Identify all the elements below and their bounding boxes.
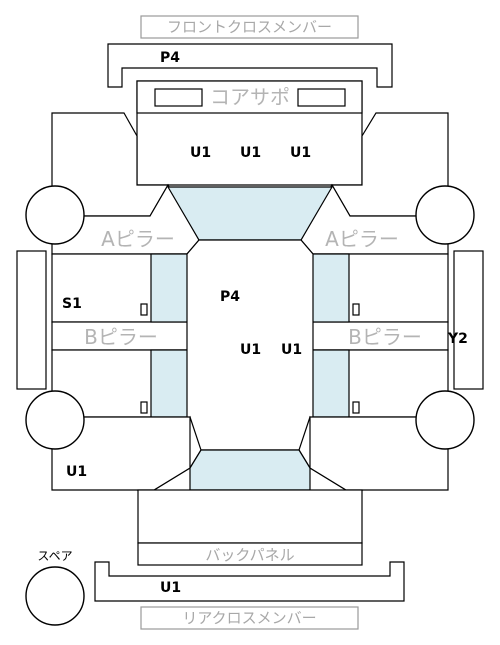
spare-tire (25, 566, 85, 626)
right-rear-fender (309, 416, 449, 491)
left-b-pillar-label: Bピラー (84, 325, 158, 349)
back-panel-label: バックパネル (205, 546, 294, 564)
right-a-pillar-label: Aピラー (325, 227, 399, 251)
back-panel-box (137, 542, 363, 566)
left-lower-code: U1 (66, 464, 87, 480)
front-code-1: U1 (190, 145, 211, 161)
core-support-label: コアサポ (210, 85, 290, 109)
right-front-window (311, 253, 350, 323)
cabin-u1-code-a: U1 (240, 342, 261, 358)
left-door-bar (16, 250, 47, 390)
core-support-right-slot (297, 88, 346, 107)
right-b-pillar-label: Bピラー (348, 325, 422, 349)
rear-u1-code: U1 (160, 580, 181, 596)
left-a-pillar-label: Aピラー (101, 227, 175, 251)
trunk (137, 489, 363, 544)
right-door-bar (453, 250, 484, 390)
left-rear-window (150, 349, 189, 418)
front-left-tire (25, 185, 85, 245)
front-beam-code: P4 (160, 50, 180, 66)
rear-right-tire (415, 390, 475, 450)
rear-cross-member-label: リアクロスメンバー (182, 609, 316, 627)
right-rear-handle (352, 401, 360, 414)
front-code-3: U1 (290, 145, 311, 161)
cabin-u1-code-b: U1 (281, 342, 302, 358)
front-right-tire (415, 185, 475, 245)
core-support-left-slot (154, 88, 203, 107)
left-b-pillar (51, 321, 191, 351)
front-bumper-beam (107, 43, 393, 88)
rear-left-tire (25, 390, 85, 450)
rear-window-glass (189, 449, 311, 491)
front-code-2: U1 (240, 145, 261, 161)
right-rear-window (311, 349, 350, 418)
front-cross-member-label: フロントクロスメンバー (167, 18, 332, 36)
left-s1-code: S1 (62, 296, 82, 312)
rear-bumper-beam (94, 561, 405, 602)
front-cross-member-box (140, 15, 359, 39)
left-front-handle (140, 303, 148, 316)
right-y2-code: Y2 (447, 331, 468, 347)
left-rear-handle (140, 401, 148, 414)
spare-label: スペア (37, 549, 72, 563)
cabin-p4-code: P4 (220, 289, 240, 305)
right-front-handle (352, 303, 360, 316)
left-front-window (150, 253, 189, 323)
rear-cross-member-box (140, 606, 359, 630)
left-rear-fender (51, 416, 191, 491)
